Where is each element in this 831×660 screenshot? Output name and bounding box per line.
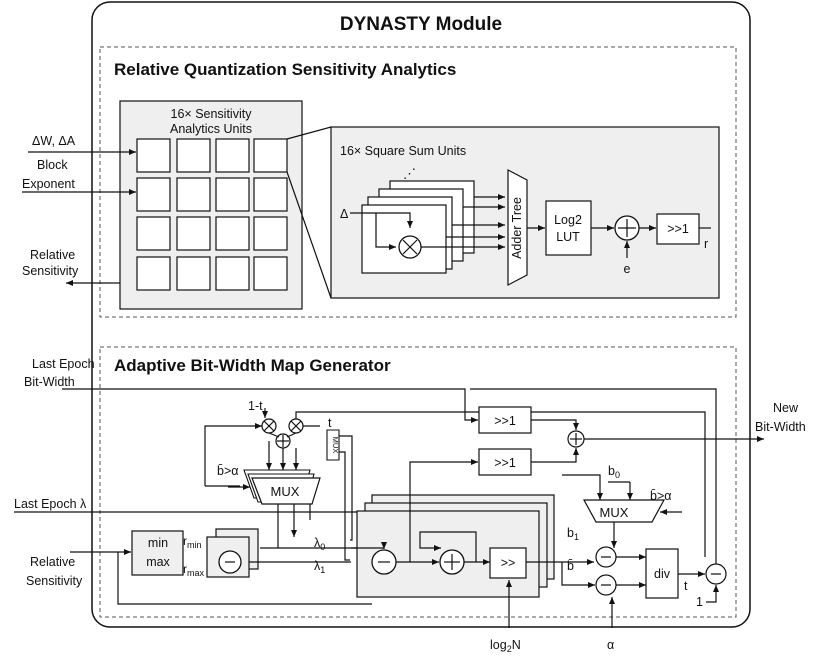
shift-label-1: >>1 — [494, 414, 516, 428]
log2-label: Log2 — [554, 213, 582, 227]
b1-label: b1 — [567, 526, 579, 542]
abmg-title: Adaptive Bit-Width Map Generator — [114, 356, 391, 375]
mux-stack — [243, 469, 321, 505]
one-minus-t-label: 1-t — [248, 399, 263, 413]
adder-tree-block — [507, 169, 528, 286]
output-new-1: New — [773, 401, 799, 415]
sensitivity-units-title-1: 16× Sensitivity — [171, 107, 253, 121]
input-rel-1: Relative — [30, 555, 75, 569]
input-last-lambda: Last Epoch λ — [14, 497, 87, 511]
small-adder-icon — [275, 433, 291, 449]
pipeline-adder-icon — [439, 549, 465, 575]
multiplier-icon-1 — [261, 418, 277, 434]
alpha-label: α — [607, 638, 614, 652]
max-label: max — [146, 555, 170, 569]
r-label: r — [704, 237, 708, 251]
abmg-section — [99, 346, 737, 618]
square-sum-units — [361, 180, 475, 274]
mux2-label: MUX — [600, 505, 629, 520]
shift-right-label: >>1 — [667, 222, 689, 236]
min-label: min — [148, 536, 168, 550]
final-subtract-icon — [705, 563, 727, 585]
b0-label: b0 — [608, 464, 620, 480]
small-mux-block — [326, 429, 340, 461]
mux-label: MUX — [271, 484, 300, 499]
sensitivity-unit-grid — [136, 138, 288, 291]
subtract-icon — [218, 550, 242, 574]
lambda0-label: λ0 — [314, 536, 325, 552]
shift-block-3 — [489, 547, 527, 579]
log2n-label: log2N — [490, 638, 521, 654]
input-dw-da: ΔW, ΔA — [32, 134, 76, 148]
module-title: DYNASTY Module — [340, 14, 502, 35]
input-last-epoch-1: Last Epoch — [32, 357, 95, 371]
output-rel-1: Relative — [30, 248, 75, 262]
output-new-2: Bit-Width — [755, 420, 806, 434]
input-last-epoch-2: Bit-Width — [24, 375, 75, 389]
multiplier-icon-2 — [288, 418, 304, 434]
sub-icon-b1 — [595, 546, 617, 568]
div-label: div — [654, 567, 671, 581]
delta-label: Δ — [340, 207, 348, 221]
square-sum-title: 16× Square Sum Units — [340, 144, 466, 158]
output-rel-2: Sensitivity — [22, 264, 79, 278]
input-rel-2: Sensitivity — [26, 574, 83, 588]
lut-label: LUT — [556, 230, 580, 244]
sub-icon-alpha — [595, 574, 617, 596]
one-label: 1 — [696, 595, 703, 609]
cond-b-alpha-1: b̄>α — [217, 464, 238, 478]
rqsa-section — [99, 46, 737, 318]
e-label: e — [624, 262, 631, 276]
output-adder-icon — [567, 430, 585, 448]
multiplier-icon — [398, 235, 422, 259]
zoom-line-bottom — [286, 171, 332, 299]
input-block-2: Exponent — [22, 177, 75, 191]
mux2-block — [582, 499, 666, 523]
adder-tree-label: Adder Tree — [510, 197, 524, 259]
sensitivity-units-title-2: Analytics Units — [170, 122, 252, 136]
zoom-line-top — [286, 126, 332, 140]
t-out-label: t — [684, 579, 688, 593]
small-mux-label: MUX — [331, 437, 340, 454]
rqsa-title: Relative Quantization Sensitivity Analyt… — [114, 60, 456, 79]
pipeline-subtract-icon — [371, 549, 397, 575]
rmin-label: rmin — [183, 534, 202, 550]
shift-block-2 — [478, 448, 532, 476]
adder-icon — [614, 215, 640, 241]
log2-lut-block — [545, 200, 592, 256]
stack-dots: ⋰ — [403, 166, 416, 181]
input-block-1: Block — [37, 158, 68, 172]
bbar-label: b̄ — [567, 559, 574, 573]
rmax-label: rmax — [183, 562, 205, 578]
shift-label-3: >> — [501, 556, 516, 570]
t-label: t — [328, 416, 332, 430]
lambda1-label: λ1 — [314, 559, 325, 575]
minmax-block — [131, 530, 184, 576]
pipeline-stack — [356, 494, 555, 598]
shift-right-block — [656, 213, 700, 245]
shift-label-2: >>1 — [494, 456, 516, 470]
cond-b-alpha-2: b̄>α — [650, 489, 671, 503]
